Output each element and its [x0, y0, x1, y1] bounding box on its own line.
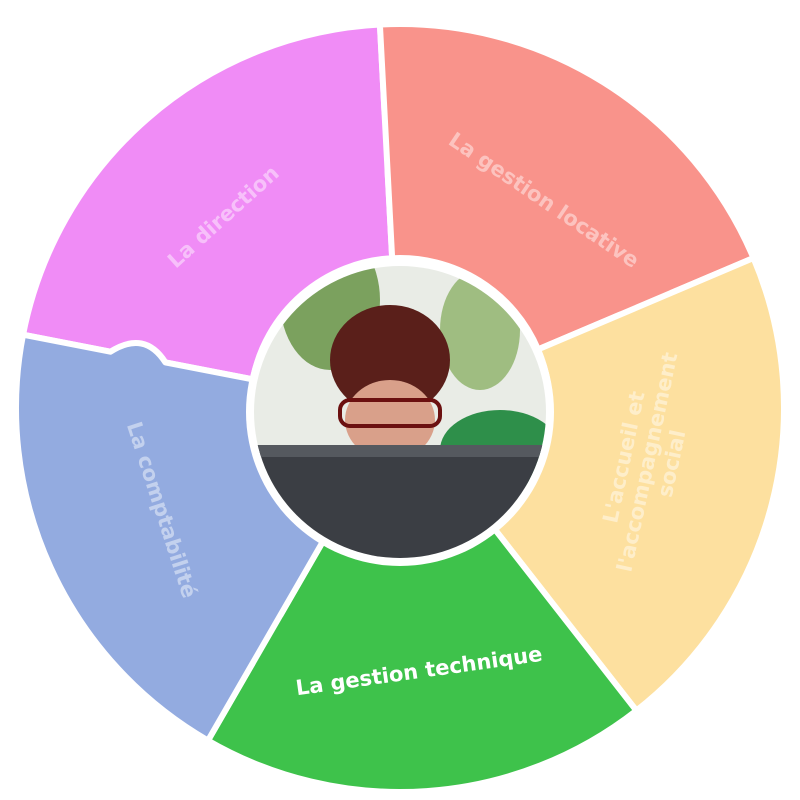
ring-svg: La direction La gestion locative L'accue…: [16, 24, 784, 792]
puzzle-ring-diagram: La direction La gestion locative L'accue…: [16, 24, 784, 792]
